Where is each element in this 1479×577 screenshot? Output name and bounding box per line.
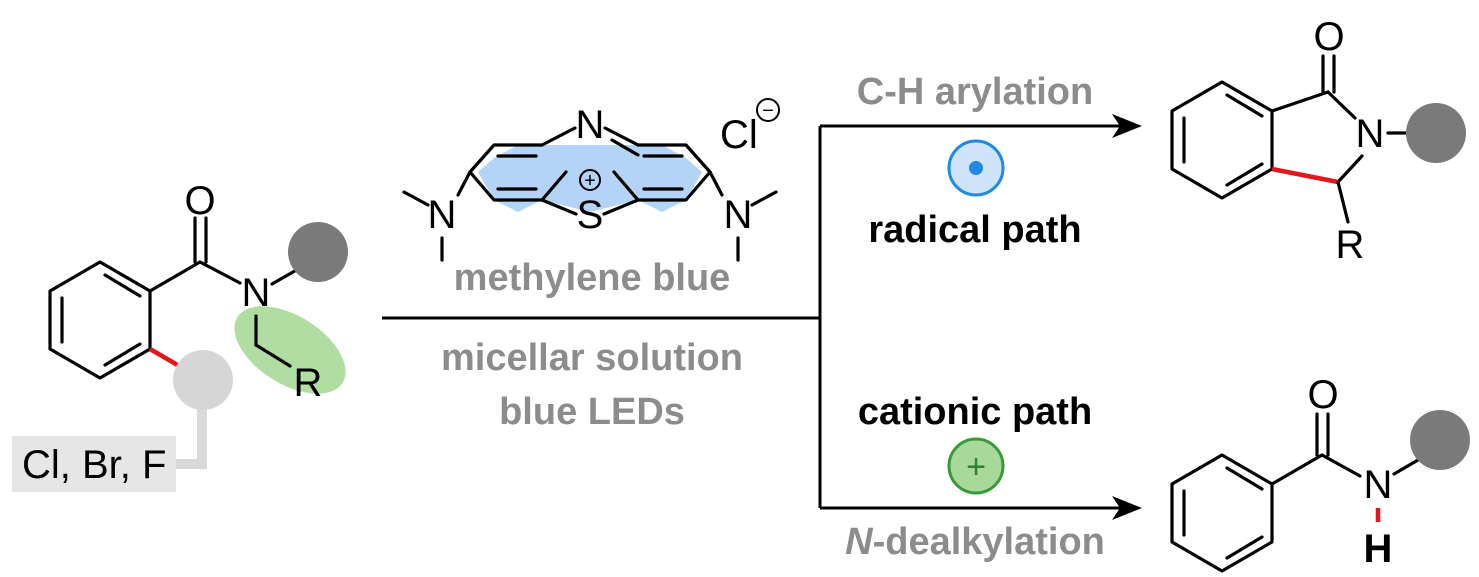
amide-benzene-inner (1182, 466, 1264, 560)
lactam-n-ch-bond (1336, 154, 1364, 184)
starting-material: Cl, Br, F O N R (12, 179, 348, 492)
n-substituent-circle (288, 222, 348, 282)
halogen-connector (172, 392, 207, 469)
isoindolinone-benzene-inner (1182, 93, 1264, 187)
aryl-carbonyl-bond (148, 260, 202, 293)
ch2-r-bond (254, 343, 292, 368)
amide-aryl-carbonyl-bond (1270, 453, 1324, 486)
amide-o: O (1307, 373, 1338, 417)
catalyst-left-ring (478, 145, 542, 212)
left-nme2-methyl-1 (402, 190, 430, 207)
svg-text:+: + (966, 448, 986, 486)
upper-reaction-label: C-H arylation (857, 71, 1093, 113)
methylene-blue-catalyst: N S + Cl − N N methylene blue (402, 98, 780, 299)
amide-n-substituent-bond (1392, 458, 1420, 476)
new-c-c-bond (1271, 166, 1339, 185)
sulfur-charge: + (584, 170, 596, 192)
lower-mechanism-label: cationic path (858, 391, 1092, 433)
halogen-label: Cl, Br, F (22, 443, 166, 487)
reaction-arrow (382, 114, 1142, 520)
catalyst-right-inner (642, 154, 684, 191)
right-nme2-bond (708, 170, 724, 197)
catalyst-center-bonds (540, 126, 640, 216)
catalyst-cn-double (610, 138, 640, 157)
isoindolinone-benzene (1170, 80, 1274, 200)
upper-arrowhead (1112, 114, 1142, 138)
amide-n: N (242, 271, 271, 315)
catalyst-center-ring (542, 145, 638, 212)
halogen-circle (173, 350, 233, 410)
left-nme2-bond (456, 170, 472, 197)
catalyst-left-hexagon (468, 143, 568, 202)
counterion-charge-circle (756, 98, 780, 122)
r-group: R (294, 361, 323, 405)
condition-line-2: blue LEDs (499, 391, 685, 433)
sulfur-charge-circle (579, 169, 601, 191)
amide-product: O N H (1170, 373, 1470, 573)
plus-icon: + (947, 437, 1005, 495)
catalyst-right-hexagon (612, 143, 712, 202)
ch-r-bond (1336, 180, 1350, 224)
left-nme2-n: N (428, 193, 457, 237)
catalyst-ring-n: N (576, 103, 605, 147)
benzene-inner-bonds (60, 273, 142, 367)
lower-arrowhead (1112, 496, 1142, 520)
catalyst-ring-s: S (577, 193, 604, 237)
lactam-c-n-bond (1326, 90, 1357, 120)
product-r: R (1336, 223, 1365, 267)
lactam-o: O (1313, 15, 1344, 59)
right-nme2-n: N (724, 193, 753, 237)
carbonyl-o: O (184, 179, 215, 223)
catalyst-left-inner (496, 154, 538, 191)
lactam-n: N (1356, 112, 1385, 156)
condition-line-1: micellar solution (441, 337, 743, 379)
isoindolinone-product: O N R (1170, 15, 1466, 267)
counterion-charge: − (762, 100, 774, 122)
carbonyl-n-bond (198, 260, 242, 285)
benzene-ring (48, 260, 152, 380)
lactam-carbonyl-bond (1270, 90, 1330, 113)
alkyl-highlight-ellipse (234, 306, 346, 394)
counterion-cl: Cl (720, 113, 758, 157)
catalyst-name: methylene blue (454, 257, 731, 299)
radical-dot-icon (947, 139, 1005, 197)
amide-c-n-bond (1320, 453, 1362, 478)
lower-reaction-label: N-dealkylation (845, 521, 1105, 563)
upper-mechanism-label: radical path (868, 209, 1081, 251)
halogen-box (12, 436, 176, 492)
amide-benzene (1170, 453, 1274, 573)
right-nme2-methyl-1 (750, 190, 778, 207)
amide-n: N (1364, 463, 1393, 507)
amide-n-substituent-circle (1410, 410, 1470, 470)
amide-h: H (1364, 527, 1393, 571)
catalyst-right-ring (638, 145, 702, 212)
lactam-n-substituent-circle (1406, 103, 1466, 163)
